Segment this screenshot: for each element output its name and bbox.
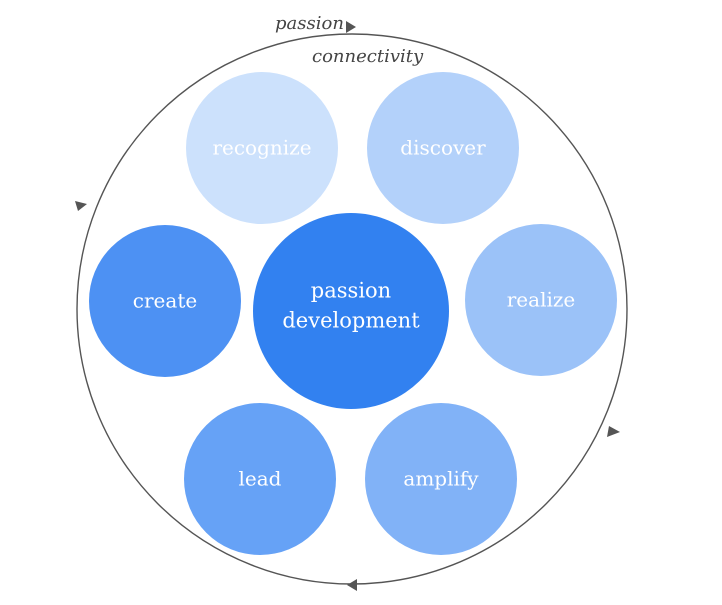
ring-label-connectivity: connectivity [312,46,424,67]
node-amplify: amplify [365,403,517,555]
ring-label-passion: passion [275,13,344,34]
node-discover: discover [367,72,519,224]
node-discover-label: discover [400,136,486,160]
node-recognize-circle [186,72,338,224]
node-create: create [89,225,241,377]
node-create-label: create [133,289,197,313]
ring-arrow-bottom [347,579,357,591]
node-amplify-circle [365,403,517,555]
node-recognize-label: recognize [212,136,311,160]
center-label-line2: development [282,309,420,333]
node-realize-circle [465,224,617,376]
node-lead-circle [184,403,336,555]
node-lead: lead [184,403,336,555]
ring-arrow-right [607,426,620,437]
node-create-circle [89,225,241,377]
node-lead-label: lead [239,467,282,491]
ring-arrow-top [346,21,356,33]
node-recognize: recognize [186,72,338,224]
center-node: passion development [253,213,449,409]
center-node-circle [253,213,449,409]
node-realize: realize [465,224,617,376]
node-discover-circle [367,72,519,224]
node-realize-label: realize [507,288,576,312]
ring-arrow-left [75,201,87,211]
node-amplify-label: amplify [403,467,479,491]
center-label-line1: passion [311,279,391,303]
